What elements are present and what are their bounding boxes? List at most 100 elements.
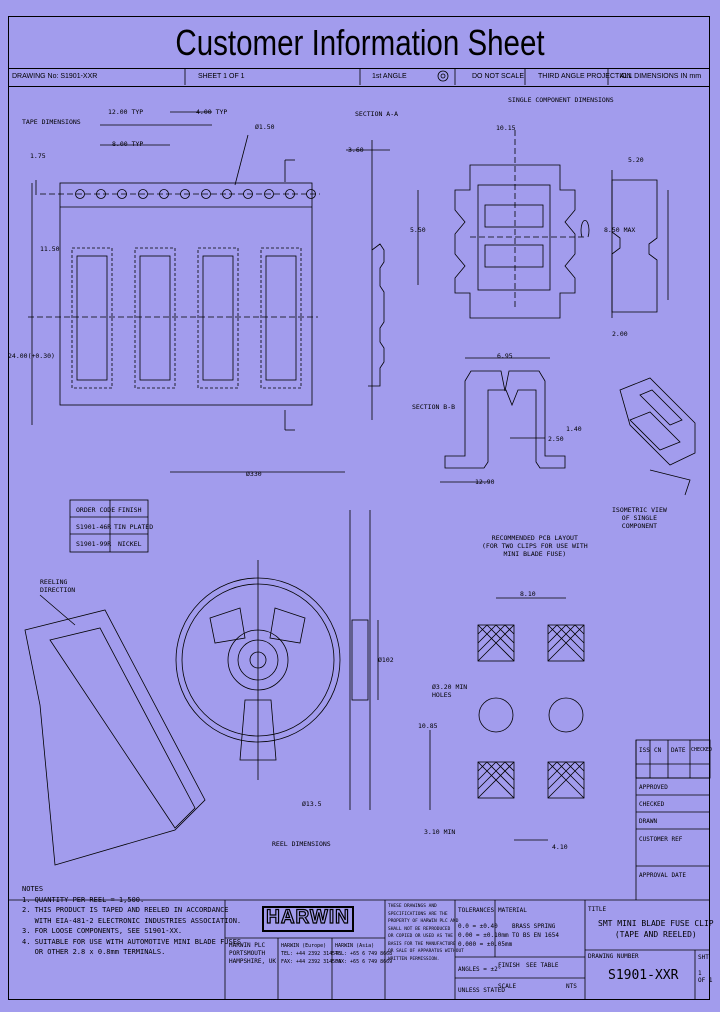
reel-dia-102: Ø102 [378, 656, 394, 664]
dim-310: 3.10 MIN [424, 828, 456, 836]
section-b-b-drawing [440, 357, 566, 483]
drawing-number: S1901-XXR [608, 968, 679, 983]
material-value: BRASS SPRING TO BS EN 1654 [512, 923, 559, 939]
sht-value: 1 OF 1 [698, 970, 713, 984]
note-1: 1. QUANTITY PER REEL = 1,500. [22, 895, 145, 904]
order-code-2: S1901-99R [76, 540, 112, 548]
reel-side-view [349, 510, 379, 810]
dim-140: 1.40 [566, 425, 582, 433]
single-component-top-view [417, 130, 590, 319]
pad-hatch [477, 761, 515, 799]
dim-250: 2.50 [548, 435, 564, 443]
projection: THIRD ANGLE PROJECTION [538, 73, 632, 80]
do-not-scale: DO NOT SCALE [472, 73, 524, 80]
rev-date: DATE [671, 747, 686, 754]
dim-410: 4.10 [552, 843, 568, 851]
tape-component [139, 255, 171, 381]
sprocket-hole [138, 189, 148, 199]
tape-pocket [197, 247, 239, 389]
scale-label: SCALE [498, 983, 517, 990]
copyright: THESE DRAWINGS AND SPECIFICATIONS ARE TH… [388, 904, 464, 962]
sprocket-hole [117, 189, 127, 199]
title-label: TITLE [588, 906, 607, 913]
sht-label: SHT [698, 954, 709, 961]
pcb-label: RECOMMENDED PCB LAYOUT (FOR TWO CLIPS FO… [482, 534, 588, 558]
reel-dia-330: Ø330 [246, 470, 262, 478]
scale-value: NTS [566, 983, 577, 990]
dim-1290: 12.90 [475, 478, 495, 486]
notes-heading: NOTES [22, 885, 44, 893]
dim-695: 6.95 [497, 352, 513, 360]
sheet-number: SHEET 1 OF 1 [198, 73, 245, 80]
reel-dia-13: Ø13.5 [302, 800, 322, 808]
sprocket-hole [285, 189, 295, 199]
order-hdr-code: ORDER CODE [76, 506, 116, 514]
tape-component [202, 255, 234, 381]
projection-label: 1st ANGLE [372, 73, 407, 80]
reel-front-view [170, 471, 345, 780]
section-a-a-drawing [346, 140, 390, 420]
dim-810: 8.10 [520, 590, 536, 598]
sprocket-hole [159, 189, 169, 199]
title-block-lines [8, 739, 711, 1000]
single-component-side-view [611, 170, 669, 318]
dim-175: 1.75 [30, 152, 46, 160]
pitch-8-label: 8.00 TYP [112, 140, 144, 148]
tape-pocket [71, 247, 113, 389]
notes-block: NOTES 1. QUANTITY PER REEL = 1,500. 2. T… [22, 884, 241, 958]
dim-360: 3.60 [348, 146, 364, 154]
dim-320: Ø3.20 MIN HOLES [432, 683, 468, 699]
unless-stated: UNLESS STATED [458, 987, 505, 994]
pad-hatch [547, 761, 585, 799]
sprocket-hole [264, 189, 274, 199]
drawing-number-label: DRAWING NUMBER [588, 953, 639, 960]
note-2b: WITH EIA-481-2 ELECTRONIC INDUSTRIES ASS… [22, 916, 242, 925]
dim-1085: 10.85 [418, 722, 438, 730]
sprocket-hole [96, 189, 106, 199]
order-finish-2: NICKEL [118, 540, 142, 548]
section-a-a-label: SECTION A-A [355, 110, 399, 118]
address-1: HARWIN PLC PORTSMOUTH HAMPSHIRE, UK [229, 942, 276, 965]
address-3: HARWIN (Asia) TEL: +65 6 749 8668 FAX: +… [335, 943, 393, 965]
dim-1150: 11.50 [40, 245, 60, 253]
pitch-12-label: 12.00 TYP [108, 108, 144, 116]
reeling-direction-graphic [24, 594, 206, 866]
material-label: MATERIAL [498, 907, 527, 914]
note-3: 3. FOR LOOSE COMPONENTS, SEE S1901-XX. [22, 927, 183, 935]
sprocket-hole [306, 189, 316, 199]
pitch-4-label: 4.00 TYP [196, 108, 228, 116]
harwin-logo: HARWIN [262, 906, 354, 932]
section-b-b-label: SECTION B-B [412, 403, 456, 411]
note-4: 4. SUITABLE FOR USE WITH AUTOMOTIVE MINI… [22, 937, 242, 946]
drawing-no: DRAWING No: S1901-XXR [12, 73, 98, 80]
note-2: 2. THIS PRODUCT IS TAPED AND REELED IN A… [22, 906, 229, 914]
dim-520: 5.20 [628, 156, 644, 164]
tape-pocket [134, 247, 176, 389]
pcb-layout [429, 597, 585, 841]
pad-hatch [547, 624, 585, 662]
tape-dims-label: TAPE DIMENSIONS [22, 118, 81, 126]
approval-label: APPROVAL DATE [639, 872, 686, 879]
header-strip: DRAWING No: S1901-XXR SHEET 1 OF 1 1st A… [8, 68, 710, 87]
approved-label: APPROVED [639, 784, 668, 791]
tolerances-label: TOLERANCES [458, 907, 495, 914]
rev-checked: CHECKED [691, 747, 713, 753]
order-finish-1: TIN PLATED [114, 523, 154, 531]
finish-value: SEE TABLE [526, 962, 559, 969]
order-code-1: S1901-46R [76, 523, 112, 531]
drawing-title: SMT MINI BLADE FUSE CLIP (TAPE AND REELE… [598, 919, 714, 939]
order-code-table [69, 499, 149, 553]
note-4b: OR OTHER 2.8 x 0.8mm TERMINALS. [22, 948, 166, 956]
tape-pocket [260, 247, 302, 389]
sheet-frame [8, 16, 710, 1000]
tolerance-values: 0.0 = ±0.40 0.00 = ±0.10mm 0.000 = ±0.05… [458, 923, 513, 948]
address-2: HARWIN (Europe) TEL: +44 2392 314545 FAX… [281, 943, 342, 965]
page-title: Customer Information Sheet [175, 22, 545, 63]
single-comp-label: SINGLE COMPONENT DIMENSIONS [508, 96, 614, 104]
reel-dims-label: REEL DIMENSIONS [272, 840, 331, 848]
dim-1015: 10.15 [496, 124, 516, 132]
checked-label: CHECKED [639, 801, 665, 808]
units: ALL DIMENSIONS IN mm [620, 73, 702, 80]
